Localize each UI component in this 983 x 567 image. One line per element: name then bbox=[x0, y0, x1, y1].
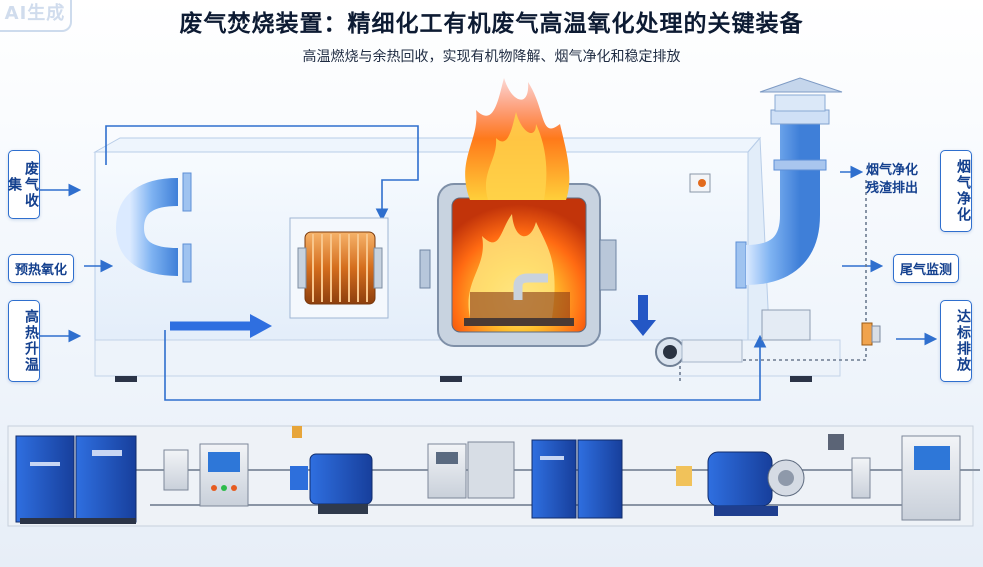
label-waste-gas-collection: 废气收集 bbox=[6, 150, 40, 219]
label-purify-line1: 烟气净化 bbox=[866, 163, 919, 178]
intake-pipe bbox=[115, 172, 460, 338]
outlet-stack bbox=[616, 77, 843, 289]
tail-treatment-unit bbox=[761, 309, 881, 346]
label-preheat-oxidation: 预热氧化 bbox=[8, 254, 75, 283]
label-high-heat-rise: 高热升温 bbox=[8, 300, 40, 382]
flame-plume bbox=[465, 78, 570, 200]
heat-exchanger bbox=[289, 217, 431, 319]
combustion-chamber bbox=[437, 183, 617, 347]
label-purify-discharge: 烟气净化 残渣排出 bbox=[866, 162, 918, 198]
page-title: 废气焚烧装置：精细化工有机废气高温氧化处理的关键装备 bbox=[179, 11, 804, 37]
ash-drain bbox=[630, 295, 743, 367]
label-flue-gas-purify: 烟气净化 bbox=[940, 150, 972, 232]
ai-watermark: AI生成 bbox=[0, 0, 72, 32]
flow-lines bbox=[36, 125, 938, 401]
label-tail-gas-monitoring: 尾气监测 bbox=[893, 254, 960, 283]
equipment-strip bbox=[7, 425, 980, 527]
label-purify-line2: 残渣排出 bbox=[866, 181, 919, 196]
label-compliant-discharge: 达标排放 bbox=[940, 300, 972, 382]
page-subtitle: 高温燃烧与余热回收，实现有机物降解、烟气净化和稳定排放 bbox=[302, 49, 681, 65]
